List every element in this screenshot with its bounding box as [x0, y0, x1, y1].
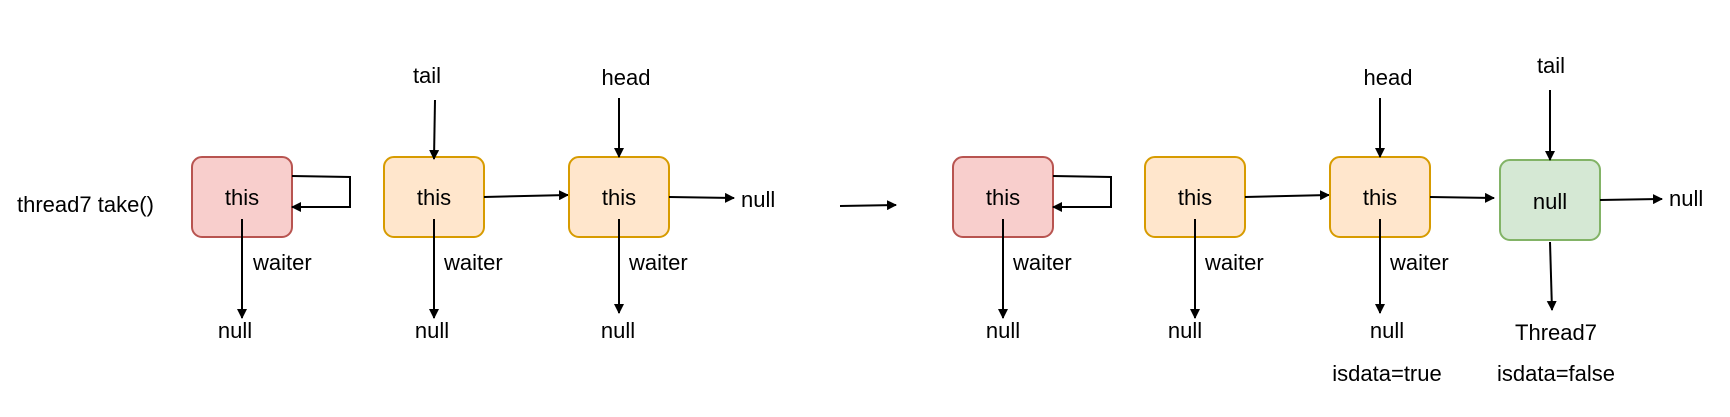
- right-tail-label: tail: [1537, 53, 1565, 78]
- left-node-3-waiter-null: null: [601, 318, 635, 343]
- left-head-label: head: [602, 65, 651, 90]
- right-node-1-waiter-label: waiter: [1012, 250, 1072, 275]
- left-tail-edge: [429, 99, 440, 160]
- right-node-4-waiter-edge: [1546, 241, 1557, 311]
- caller-label: thread7 take(): [17, 192, 154, 217]
- left-tail-label: tail: [413, 63, 441, 88]
- right-next-3-4-edge: [1429, 192, 1495, 203]
- left-node-1-waiter-null: null: [218, 318, 252, 343]
- right-node-2-waiter-label: waiter: [1204, 250, 1264, 275]
- right-node-1-self-loop: [1052, 175, 1112, 212]
- left-next-null-edge: [668, 192, 735, 203]
- left-node-1-self-loop: [291, 175, 351, 212]
- right-node-3-isdata: isdata=true: [1332, 361, 1441, 386]
- left-node-2-waiter-null: null: [415, 318, 449, 343]
- right-next-null: null: [1669, 186, 1703, 211]
- right-node-2-waiter-null: null: [1168, 318, 1202, 343]
- right-node-4-isdata: isdata=false: [1497, 361, 1615, 386]
- right-node-1-label: this: [986, 185, 1020, 210]
- left-node-1-label: this: [225, 185, 259, 210]
- left-node-1-waiter-label: waiter: [252, 250, 312, 275]
- left-next-null: null: [741, 187, 775, 212]
- left-node-2-label: this: [417, 185, 451, 210]
- right-next-2-3-edge: [1244, 190, 1330, 201]
- left-node-2-waiter-label: waiter: [443, 250, 503, 275]
- transition-arrow: [839, 200, 897, 211]
- right-node-1-waiter-null: null: [986, 318, 1020, 343]
- left-node-3-waiter-label: waiter: [628, 250, 688, 275]
- right-node-4-label: null: [1533, 189, 1567, 214]
- right-node-4-waiter-thread7: Thread7: [1515, 320, 1597, 345]
- right-node-3-label: this: [1363, 185, 1397, 210]
- left-node-3-label: this: [602, 185, 636, 210]
- right-node-3-waiter-label: waiter: [1389, 250, 1449, 275]
- right-head-label: head: [1364, 65, 1413, 90]
- right-next-null-edge: [1599, 194, 1663, 205]
- right-node-2-label: this: [1178, 185, 1212, 210]
- right-node-3-waiter-null: null: [1370, 318, 1404, 343]
- left-next-2-3-edge: [483, 190, 569, 201]
